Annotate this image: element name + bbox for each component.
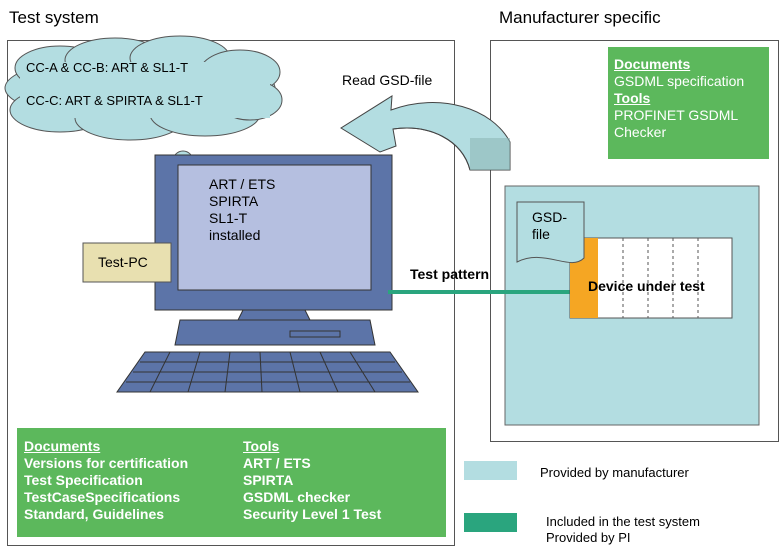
manufacturer-docs-tools: Documents GSDML specification Tools PROF…	[614, 56, 744, 141]
test-system-title: Test system	[9, 8, 99, 27]
document-item-4: Standard, Guidelines	[24, 506, 165, 522]
legend-label-manufacturer: Provided by manufacturer	[540, 465, 689, 480]
manufacturer-tools-heading: Tools	[614, 90, 651, 106]
document-item-1: Versions for certification	[24, 455, 189, 471]
tool-item-2: SPIRTA	[243, 472, 294, 488]
legend-label-pi-line-2: Provided by PI	[546, 530, 631, 545]
documents-heading: Documents	[24, 438, 101, 454]
keyboard-keys	[126, 351, 410, 393]
bottom-green-box	[17, 428, 446, 537]
manufacturer-tools-line-1: PROFINET GSDML	[614, 107, 739, 123]
legend-swatch-manufacturer	[464, 461, 517, 480]
manufacturer-docs-item: GSDML specification	[614, 73, 745, 89]
test-system-tools: Tools ART / ETS SPIRTA GSDML checker Sec…	[243, 438, 381, 523]
cloud-line-1: CC-A & CC-B: ART & SL1-T	[26, 60, 189, 75]
document-item-3: TestCaseSpecifications	[24, 489, 181, 505]
manufacturer-specific-title: Manufacturer specific	[499, 8, 661, 27]
screen-line-4: installed	[209, 227, 261, 243]
manufacturer-tools-line-2: Checker	[614, 124, 667, 140]
testpc-label: Test-PC	[98, 254, 148, 270]
legend-swatch-pi	[464, 513, 517, 532]
tool-item-1: ART / ETS	[243, 455, 311, 471]
manufacturer-docs-heading: Documents	[614, 56, 691, 72]
device-slot-dividers	[622, 238, 699, 318]
device-under-test-label: Device under test	[588, 278, 705, 294]
tool-item-3: GSDML checker	[243, 489, 351, 505]
legend-label-pi-line-1: Included in the test system	[546, 514, 700, 529]
tools-heading: Tools	[243, 438, 280, 454]
computer-base	[174, 319, 376, 346]
read-gsd-label: Read GSD-file	[342, 72, 433, 88]
gsd-file-line-1: GSD-	[532, 209, 567, 225]
document-item-2: Test Specification	[24, 472, 143, 488]
screen-line-1: ART / ETS	[209, 176, 276, 192]
monitor-stand	[237, 309, 311, 321]
screen-line-3: SL1-T	[209, 210, 248, 226]
screen-line-2: SPIRTA	[209, 193, 259, 209]
testpc-box	[82, 242, 172, 283]
gsd-file-line-2: file	[532, 226, 550, 242]
gsd-file-label: GSD- file	[532, 209, 567, 243]
cloud-fill-patch	[20, 62, 270, 118]
gsd-file-icon	[516, 201, 585, 263]
cloud-line-2: CC-C: ART & SPIRTA & SL1-T	[26, 93, 203, 108]
arrow-stem-shade	[470, 138, 510, 170]
test-system-documents: Documents Versions for certification Tes…	[24, 438, 188, 523]
test-pattern-label: Test pattern	[410, 266, 490, 282]
top-right-green-box	[608, 47, 769, 159]
legend-label-pi: Included in the test system Provided by …	[546, 514, 700, 546]
screen-text: ART / ETS SPIRTA SL1-T installed	[209, 176, 275, 244]
tool-item-4: Security Level 1 Test	[243, 506, 382, 522]
drive-slot	[289, 330, 341, 338]
monitor-screen	[177, 164, 372, 291]
